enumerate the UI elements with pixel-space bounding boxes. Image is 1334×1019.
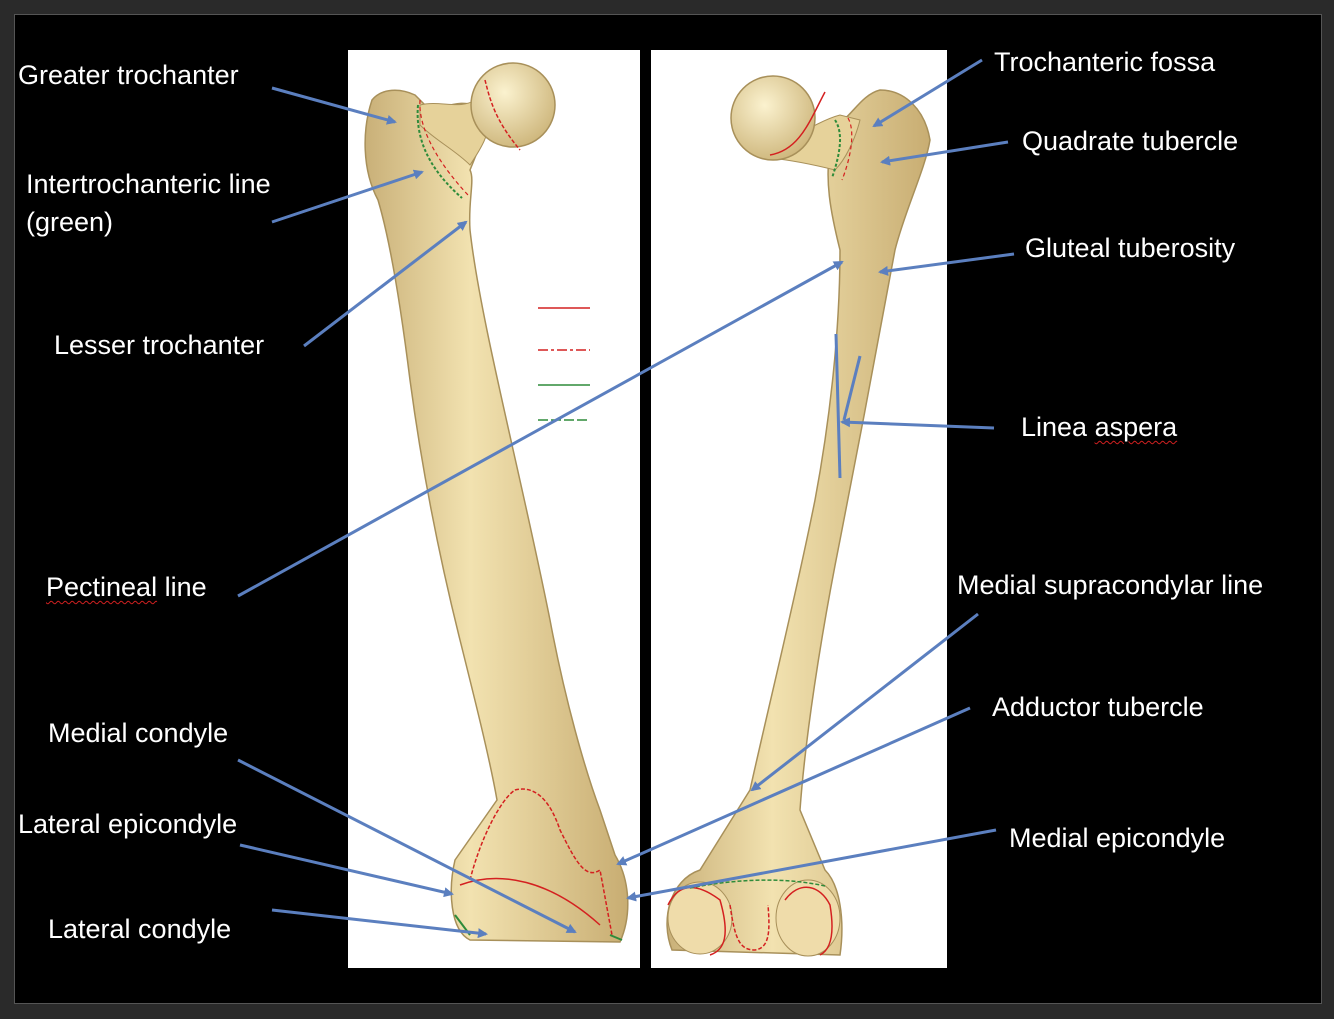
label-linea-word: Linea [1021,412,1095,442]
label-intertrochanteric-line: Intertrochanteric line [26,166,271,202]
legend-swatches [538,308,590,420]
label-pectineal-rest: line [157,572,207,602]
label-medial-supracondylar-line: Medial supracondylar line [957,567,1263,603]
label-aspera-word: aspera [1095,412,1178,442]
label-quadrate-tubercle: Quadrate tubercle [1022,123,1238,159]
arrow-linea-aspera [842,422,994,428]
label-intertrochanteric-line-green: (green) [26,204,113,240]
label-gluteal-tuberosity: Gluteal tuberosity [1025,230,1235,266]
label-trochanteric-fossa: Trochanteric fossa [994,44,1215,80]
anterior-femur-shaft [365,90,628,942]
label-lesser-trochanter: Lesser trochanter [54,327,264,363]
label-greater-trochanter: Greater trochanter [18,57,239,93]
arrow-pectineal-line [238,262,842,596]
label-medial-epicondyle: Medial epicondyle [1009,820,1225,856]
label-pectineal-line: Pectineal line [46,569,207,605]
label-adductor-tubercle: Adductor tubercle [992,689,1204,725]
label-medial-condyle: Medial condyle [48,715,228,751]
label-lateral-epicondyle: Lateral epicondyle [18,806,237,842]
arrow-gluteal-tuberosity [880,254,1014,272]
anterior-femoral-head [471,63,555,147]
posterior-femoral-head [731,76,815,160]
label-pectineal-word: Pectineal [46,572,157,602]
label-lateral-condyle: Lateral condyle [48,911,231,947]
label-linea-aspera: Linea aspera [1021,409,1177,445]
